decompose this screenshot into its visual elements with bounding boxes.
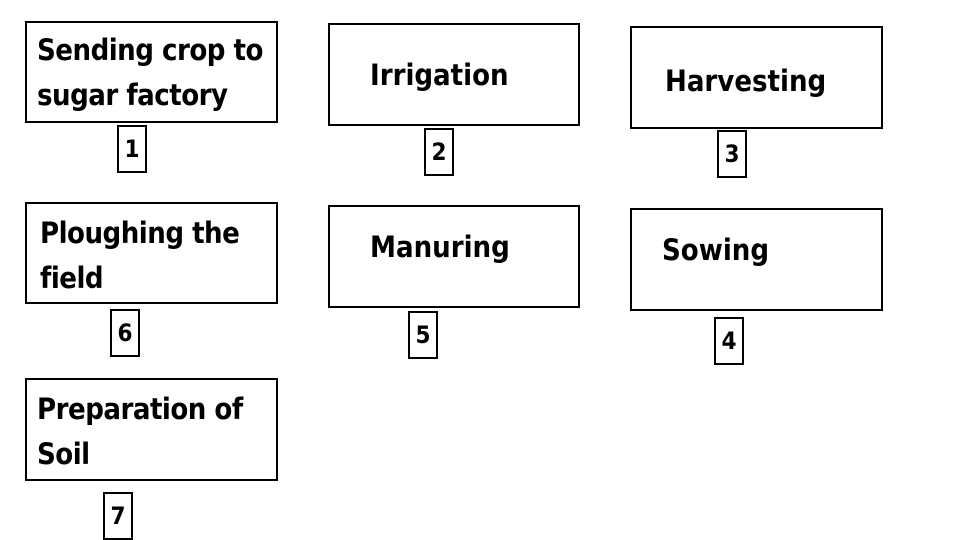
step-box-ploughing: Ploughing the field	[25, 202, 278, 304]
step-number-2: 2	[424, 128, 454, 176]
step-label-line-1: Manuring	[370, 230, 510, 264]
step-number-4: 4	[714, 317, 744, 365]
step-label-line-2: Soil	[37, 437, 90, 471]
step-label-line-1: Harvesting	[665, 64, 827, 98]
step-label-line-2: field	[40, 261, 104, 295]
step-box-harvesting: Harvesting	[630, 26, 883, 129]
step-number-6: 6	[110, 309, 140, 357]
step-label-line-1: Ploughing the	[40, 216, 240, 250]
step-label-line-1: Preparation of	[37, 392, 243, 426]
step-box-manuring: Manuring	[328, 205, 580, 308]
step-number-7: 7	[103, 492, 133, 540]
step-box-sending-crop: Sending crop to sugar factory	[25, 21, 278, 123]
step-label-line-1: Sowing	[662, 233, 770, 267]
step-number-3: 3	[717, 130, 747, 178]
step-label-line-1: Irrigation	[370, 58, 509, 92]
step-label-line-1: Sending crop to	[37, 33, 263, 67]
step-number-5: 5	[408, 311, 438, 359]
step-box-sowing: Sowing	[630, 208, 883, 311]
step-number-1: 1	[117, 125, 147, 173]
step-box-irrigation: Irrigation	[328, 23, 580, 126]
step-box-preparation-of-soil: Preparation of Soil	[25, 378, 278, 481]
step-label-line-2: sugar factory	[37, 78, 228, 112]
